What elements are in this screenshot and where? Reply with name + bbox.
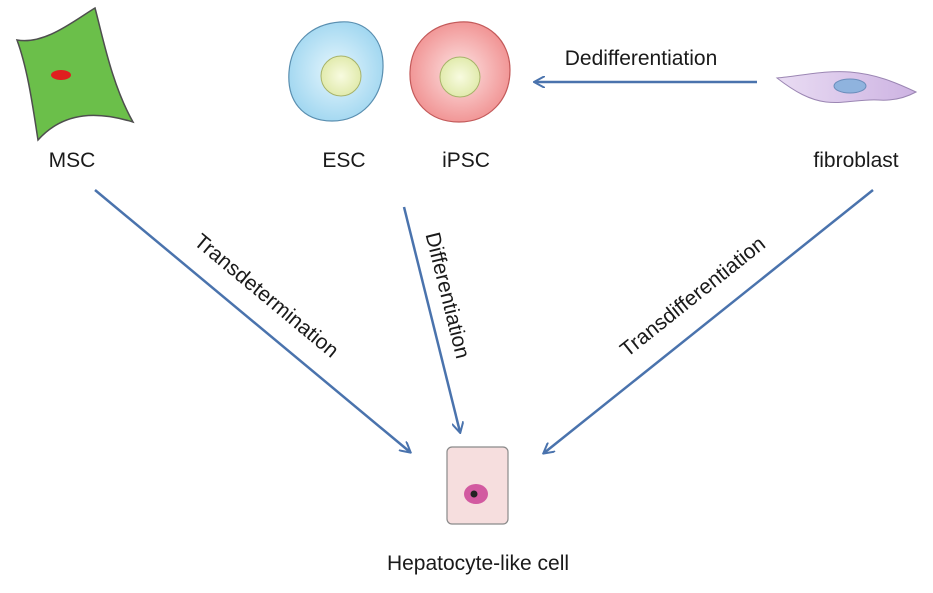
fibroblast-cell-icon (775, 71, 918, 103)
esc-label: ESC (322, 149, 365, 172)
msc-cell-icon (15, 6, 135, 142)
hepatocyte-cell-icon (446, 446, 509, 525)
msc-nucleus (51, 70, 71, 80)
hepatocyte-nucleolus (470, 490, 478, 498)
dedifferentiation-label: Dedifferentiation (565, 47, 718, 70)
ipsc-cell-icon (409, 21, 511, 123)
hepatocyte-label: Hepatocyte-like cell (387, 552, 569, 575)
fibroblast-nucleus (833, 78, 867, 94)
ipsc-label: iPSC (442, 149, 490, 172)
msc-label: MSC (49, 149, 96, 172)
esc-nucleus (320, 55, 362, 97)
differentiation-label: Differentiation (421, 230, 475, 361)
differentiation-arrow (402, 206, 460, 432)
transdifferentiation-label: Transdifferentiation (616, 232, 770, 361)
esc-cell-icon (288, 21, 384, 122)
transdifferentiation-arrow (544, 189, 874, 453)
transdetermination-label: Transdetermination (190, 230, 343, 363)
fibroblast-label: fibroblast (813, 149, 898, 172)
ipsc-nucleus (439, 56, 481, 98)
transdetermination-arrow (94, 189, 410, 452)
